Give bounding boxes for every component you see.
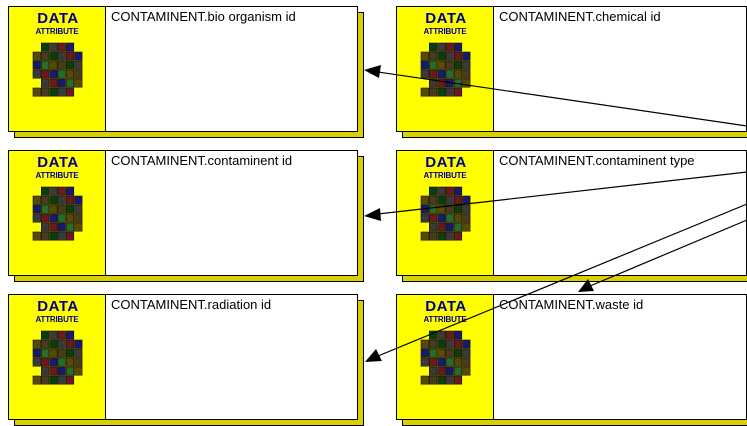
node-face: DATA ATTRIBUTE CONTAMINENT.chemical id — [396, 6, 747, 132]
data-attribute-icon: DATA ATTRIBUTE — [9, 295, 106, 419]
badge-subtitle: ATTRIBUTE — [35, 315, 79, 324]
node-contaminent-id[interactable]: DATA ATTRIBUTE CONTAMINENT.contaminent i… — [8, 150, 364, 282]
block-cluster-icon — [420, 42, 471, 97]
node-label: CONTAMINENT.waste id — [499, 297, 644, 312]
badge-title: DATA — [425, 10, 467, 27]
block-cluster-icon — [32, 42, 83, 97]
node-waste-id[interactable]: DATA ATTRIBUTE CONTAMINENT.waste id — [396, 294, 747, 426]
node-label: CONTAMINENT.contaminent id — [111, 153, 293, 168]
node-contaminent-type[interactable]: DATA ATTRIBUTE CONTAMINENT.contaminent t… — [396, 150, 747, 282]
block-cluster-icon — [32, 330, 83, 385]
node-bio-organism-id[interactable]: DATA ATTRIBUTE CONTAMINENT.bio organism … — [8, 6, 364, 138]
badge-subtitle: ATTRIBUTE — [423, 171, 467, 180]
block-cluster-icon — [420, 186, 471, 241]
data-attribute-icon: DATA ATTRIBUTE — [397, 295, 494, 419]
arrowhead — [365, 349, 382, 362]
badge-title: DATA — [37, 10, 79, 27]
node-label: CONTAMINENT.bio organism id — [111, 9, 296, 24]
block-cluster-icon — [420, 330, 471, 385]
node-label: CONTAMINENT.contaminent type — [499, 153, 695, 168]
data-attribute-icon: DATA ATTRIBUTE — [9, 7, 106, 131]
badge-title: DATA — [425, 154, 467, 171]
badge-title: DATA — [425, 298, 467, 315]
data-attribute-icon: DATA ATTRIBUTE — [397, 151, 494, 275]
block-cluster-icon — [32, 186, 83, 241]
badge-subtitle: ATTRIBUTE — [35, 27, 79, 36]
badge-subtitle: ATTRIBUTE — [35, 171, 79, 180]
node-face: DATA ATTRIBUTE CONTAMINENT.bio organism … — [8, 6, 358, 132]
badge-title: DATA — [37, 154, 79, 171]
badge-subtitle: ATTRIBUTE — [423, 27, 467, 36]
node-face: DATA ATTRIBUTE CONTAMINENT.radiation id — [8, 294, 358, 420]
node-radiation-id[interactable]: DATA ATTRIBUTE CONTAMINENT.radiation id — [8, 294, 364, 426]
arrowhead — [364, 65, 381, 78]
data-attribute-icon: DATA ATTRIBUTE — [9, 151, 106, 275]
node-face: DATA ATTRIBUTE CONTAMINENT.waste id — [396, 294, 747, 420]
node-label: CONTAMINENT.chemical id — [499, 9, 661, 24]
badge-title: DATA — [37, 298, 79, 315]
data-attribute-icon: DATA ATTRIBUTE — [397, 7, 494, 131]
node-chemical-id[interactable]: DATA ATTRIBUTE CONTAMINENT.chemical id — [396, 6, 747, 138]
node-face: DATA ATTRIBUTE CONTAMINENT.contaminent t… — [396, 150, 747, 276]
node-label: CONTAMINENT.radiation id — [111, 297, 272, 312]
arrowhead — [364, 208, 381, 221]
node-face: DATA ATTRIBUTE CONTAMINENT.contaminent i… — [8, 150, 358, 276]
badge-subtitle: ATTRIBUTE — [423, 315, 467, 324]
